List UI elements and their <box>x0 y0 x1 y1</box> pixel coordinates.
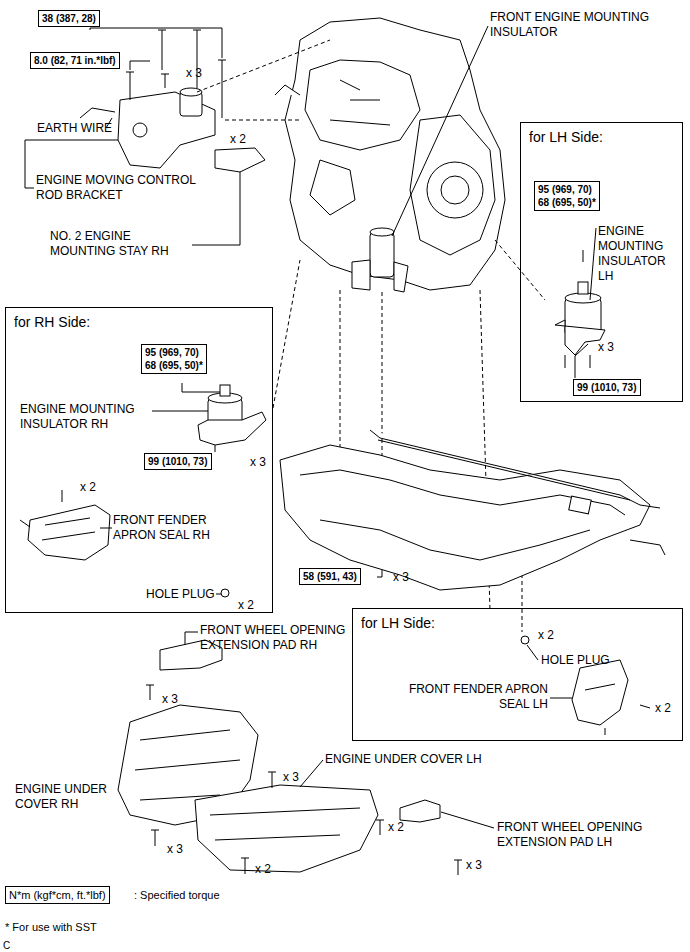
part-name: FRONT ENGINE MOUNTING INSULATOR <box>490 10 675 40</box>
front-mount-insulator <box>352 228 408 292</box>
leader-line <box>215 445 216 452</box>
part-name: FRONT WHEEL OPENING EXTENSION PAD LH <box>497 820 675 850</box>
quantity-mark: x 2 <box>388 820 404 835</box>
leader-line <box>550 698 572 699</box>
legend-text: : Specified torque <box>134 888 220 903</box>
footnote: * For use with SST <box>5 920 97 935</box>
part-name: EARTH WIRE <box>37 121 112 136</box>
leader-line <box>100 528 112 529</box>
part-name: ENGINE MOUNTING INSULATOR LH <box>598 224 678 284</box>
quantity-mark: x 2 <box>255 862 271 877</box>
quantity-mark: x 2 <box>655 701 671 716</box>
part-name: FRONT FENDER APRON SEAL LH <box>390 682 548 712</box>
bolts <box>454 860 462 875</box>
spec-text: 38 (387, 28) <box>42 12 96 25</box>
quantity-mark: x 3 <box>598 340 614 355</box>
spec-text: 58 (591, 43) <box>303 570 357 583</box>
leader-line <box>441 812 494 828</box>
leader-line <box>300 760 323 787</box>
leader-line <box>216 594 221 595</box>
quantity-mark: x 3 <box>186 66 202 81</box>
quantity-mark: x 3 <box>283 770 299 785</box>
part-name: HOLE PLUG <box>146 587 215 602</box>
torque-spec: 99 (1010, 73) <box>144 453 212 470</box>
spec-text: 68 (695, 50)* <box>145 359 203 372</box>
spec-text: 99 (1010, 73) <box>148 455 208 468</box>
part-name: ENGINE MOVING CONTROL ROD BRACKET <box>36 173 211 203</box>
quantity-mark: x 2 <box>238 598 254 613</box>
torque-spec: 38 (387, 28) <box>38 10 100 27</box>
spec-text: 68 (695, 50)* <box>538 196 596 209</box>
leader-line <box>185 632 198 645</box>
control-rod-bracket <box>118 88 265 172</box>
torque-spec: 99 (1010, 73) <box>573 379 641 396</box>
bolts <box>146 685 154 700</box>
quantity-mark: x 3 <box>466 858 482 873</box>
engine-assembly <box>275 18 505 290</box>
spec-text: 99 (1010, 73) <box>577 381 637 394</box>
panel-heading: for RH Side: <box>6 308 272 331</box>
lh-fender-seal <box>572 660 650 735</box>
legend-box: N*m (kgf*cm, ft.*lbf) <box>5 886 110 904</box>
side-panel: for LH Side: <box>352 608 683 741</box>
spec-text: 95 (969, 70) <box>538 183 596 196</box>
bolts <box>151 772 384 874</box>
part-name: NO. 2 ENGINE MOUNTING STAY RH <box>50 229 190 259</box>
rh-fender-seal <box>20 490 110 560</box>
rh-insulator <box>198 385 266 445</box>
leader-line <box>575 344 588 378</box>
torque-spec: 58 (591, 43) <box>299 568 361 585</box>
spec-text: 8.0 (82, 71 in.*lbf) <box>34 54 116 67</box>
quantity-mark: x 3 <box>250 455 266 470</box>
leader-line <box>527 645 538 660</box>
panel-heading: for LH Side: <box>521 123 682 146</box>
part-name: HOLE PLUG <box>541 653 610 668</box>
lh-insulator <box>555 282 605 368</box>
leader-line <box>182 383 220 392</box>
leader-line <box>583 250 584 262</box>
side-panel: for RH Side: 95 (969, 70)68 (695, 50)* 99 … <box>5 307 273 613</box>
part-name: FRONT FENDER APRON SEAL RH <box>113 513 231 543</box>
quantity-mark: x 2 <box>80 480 96 495</box>
part-name: ENGINE UNDER COVER LH <box>325 752 482 767</box>
panel-heading: for LH Side: <box>353 609 682 632</box>
part-name: FRONT WHEEL OPENING EXTENSION PAD RH <box>200 623 350 653</box>
leader-line <box>192 172 240 245</box>
leader-line <box>130 61 150 70</box>
quantity-mark: x 3 <box>167 842 183 857</box>
leader-line <box>90 28 197 30</box>
torque-spec: 8.0 (82, 71 in.*lbf) <box>30 52 120 69</box>
quantity-mark: x 2 <box>230 132 246 147</box>
torque-spec: 95 (969, 70)68 (695, 50)* <box>141 344 207 374</box>
quantity-mark: x 2 <box>538 628 554 643</box>
torque-spec: 95 (969, 70)68 (695, 50)* <box>534 181 600 211</box>
bolts <box>80 30 226 118</box>
spec-text: 95 (969, 70) <box>145 346 203 359</box>
leader-line <box>197 28 222 58</box>
subframe <box>280 430 665 590</box>
lh-under-cover <box>195 785 378 872</box>
quantity-mark: x 3 <box>393 570 409 585</box>
figure-code: C <box>3 938 10 952</box>
leader-line <box>152 411 208 412</box>
part-name: ENGINE MOUNTING INSULATOR RH <box>20 402 150 432</box>
leader-line <box>392 26 488 236</box>
lh-pad <box>400 800 440 822</box>
hole-plug <box>521 636 529 644</box>
quantity-mark: x 3 <box>162 692 178 707</box>
part-name: ENGINE UNDER COVER RH <box>15 782 120 812</box>
hole-plug <box>221 589 229 597</box>
leader-line <box>377 570 382 577</box>
leader-line <box>590 228 596 300</box>
spec-text: N*m (kgf*cm, ft.*lbf) <box>9 888 106 902</box>
